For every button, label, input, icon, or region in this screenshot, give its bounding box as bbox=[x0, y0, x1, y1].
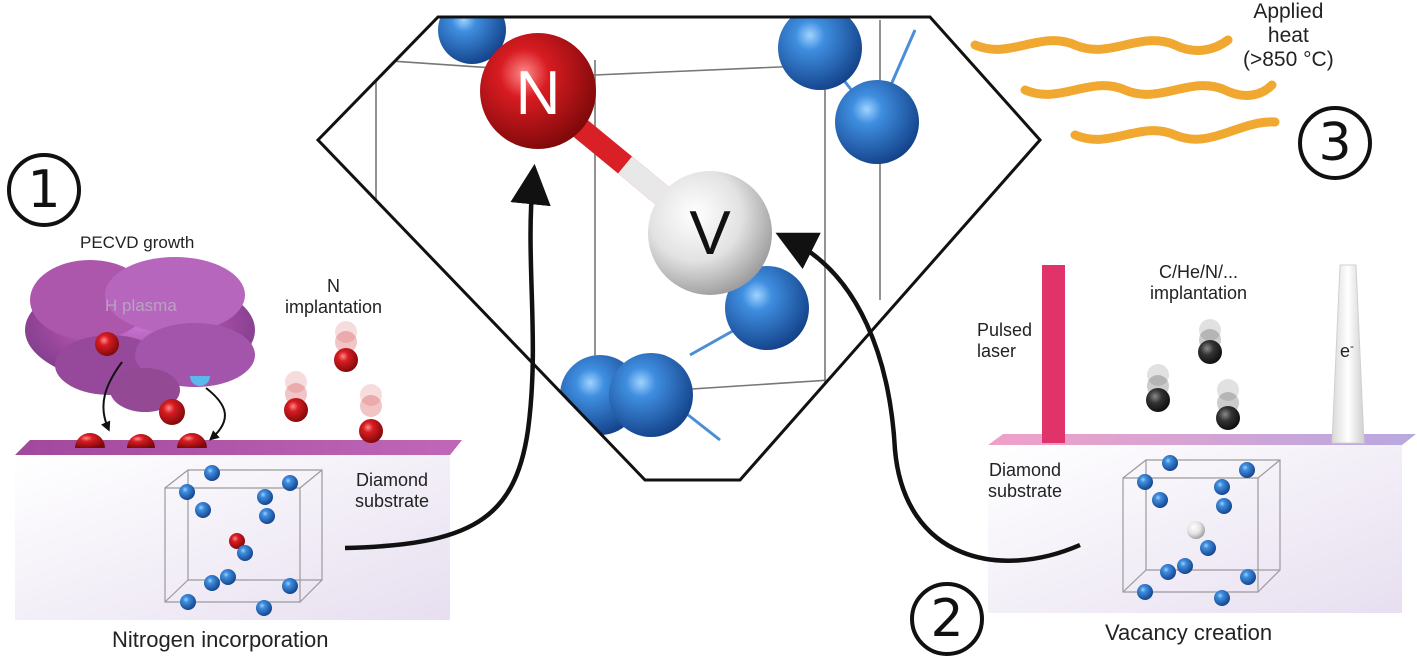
electron-charge: - bbox=[1350, 339, 1355, 353]
deposited-n-atom bbox=[177, 433, 207, 448]
h-plasma-label: H plasma bbox=[105, 296, 177, 315]
pulsed-laser-label: Pulsed laser bbox=[977, 320, 1032, 361]
arrow-to-nitrogen bbox=[344, 163, 551, 551]
implant-line1: C/He/N/... bbox=[1159, 262, 1239, 282]
nitrogen-atom-label: N bbox=[515, 59, 561, 128]
right-lattice-atoms bbox=[1137, 455, 1256, 606]
electron-label: e- bbox=[1340, 339, 1355, 362]
electron-symbol: e bbox=[1340, 341, 1351, 361]
left-substrate-line1: Diamond bbox=[356, 470, 429, 490]
deposited-n-atom bbox=[75, 433, 105, 448]
applied-heat-label: Applied heat (>850 °C) bbox=[1243, 0, 1334, 72]
n-implant-label: N implantation bbox=[285, 276, 382, 317]
implant-ions bbox=[1146, 319, 1240, 430]
deposited-n-atom bbox=[159, 399, 185, 425]
pulsed-laser-beam bbox=[1042, 265, 1065, 443]
step-two-badge: 2 bbox=[910, 582, 984, 656]
right-substrate-line1: Diamond bbox=[989, 460, 1062, 480]
right-substrate-label: Diamond substrate bbox=[988, 460, 1062, 501]
right-lattice bbox=[1122, 459, 1281, 593]
pecvd-label: PECVD growth bbox=[80, 233, 195, 252]
heat-line3: (>850 °C) bbox=[1243, 48, 1334, 72]
pulsed-laser-line2: laser bbox=[977, 340, 1017, 361]
implant-label: C/He/N/... implantation bbox=[1150, 262, 1247, 303]
n-implant-line1: N bbox=[327, 276, 341, 296]
heat-waves bbox=[970, 35, 1280, 144]
electron-beam bbox=[1331, 264, 1365, 444]
vacancy-creation-caption: Vacancy creation bbox=[1105, 620, 1273, 645]
step-three-badge: 3 bbox=[1298, 106, 1372, 180]
plasma-n-atom bbox=[95, 332, 119, 356]
right-substrate-line2: substrate bbox=[988, 480, 1063, 501]
nitrogen-incorporation-caption: Nitrogen incorporation bbox=[112, 627, 329, 652]
step-one-number: 1 bbox=[27, 160, 61, 220]
left-substrate-line2: substrate bbox=[355, 490, 430, 511]
vacancy-atom-label: V bbox=[689, 199, 731, 268]
left-lattice bbox=[164, 469, 323, 603]
n-implant-line2: implantation bbox=[285, 296, 383, 317]
step-two-number: 2 bbox=[930, 589, 964, 649]
step-one-badge: 1 bbox=[7, 153, 81, 227]
plasma-arrow-left bbox=[101, 361, 123, 432]
heat-line1: Applied bbox=[1253, 0, 1324, 23]
left-substrate-label: Diamond substrate bbox=[355, 470, 429, 511]
nitrogen-atom bbox=[480, 33, 596, 149]
heat-line2: heat bbox=[1267, 24, 1309, 48]
plasma-h-atom bbox=[190, 376, 210, 386]
pulsed-laser-line1: Pulsed bbox=[977, 320, 1033, 340]
n-implant-ions bbox=[284, 321, 383, 443]
plasma-arrow-right bbox=[205, 387, 226, 441]
step-three-number: 3 bbox=[1318, 113, 1352, 173]
vacancy-site bbox=[648, 171, 772, 295]
left-lattice-atoms bbox=[179, 465, 298, 616]
deposited-n-atom bbox=[127, 434, 155, 448]
left-substrate bbox=[15, 440, 462, 620]
plasma-cloud bbox=[25, 257, 255, 412]
arrow-to-vacancy bbox=[775, 232, 1081, 563]
implant-line2: implantation bbox=[1150, 282, 1248, 303]
